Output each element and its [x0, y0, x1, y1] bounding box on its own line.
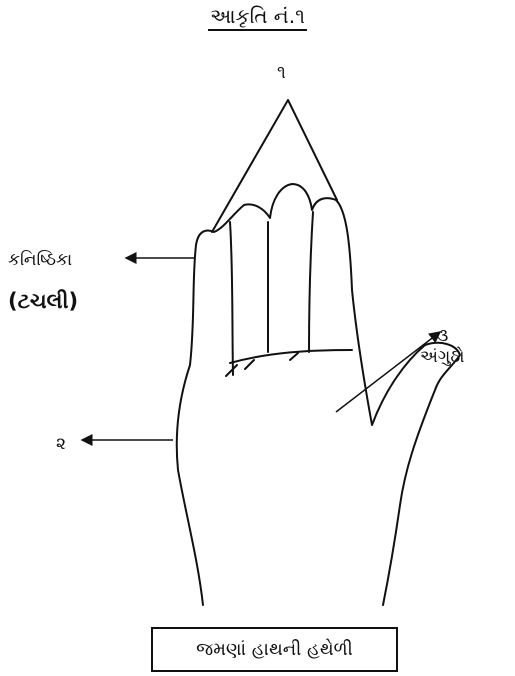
hand-outline: [175, 183, 461, 606]
palm-crease: [229, 349, 353, 364]
label-little-finger-common: (ટચલી): [8, 289, 79, 313]
label-thumb: અંગુઠો: [420, 347, 465, 367]
crease-tick-1: [225, 364, 238, 377]
caption-box: જમણાં હાથની હથેળી: [151, 627, 398, 672]
label-little-finger: કનિષ્ઠિકા: [8, 250, 73, 270]
figure-title-text: આકૃતિ નં.૧: [208, 4, 307, 31]
figure-title: આકૃતિ નં.૧: [0, 4, 515, 31]
middle-finger-right-line: [308, 211, 314, 353]
label-thumb-number: ૩: [437, 326, 449, 346]
label-fingertips: ૧: [277, 62, 286, 83]
label-palm-edge: ૨: [56, 434, 66, 454]
crease-tick-2: [244, 359, 255, 370]
fingertip-pointer: [211, 99, 338, 233]
caption-text: જમણાં હાથની હથેળી: [196, 639, 353, 660]
crease-tick-3: [289, 352, 299, 361]
ring-finger-line: [229, 221, 234, 376]
thumb-arrow: [335, 331, 442, 413]
